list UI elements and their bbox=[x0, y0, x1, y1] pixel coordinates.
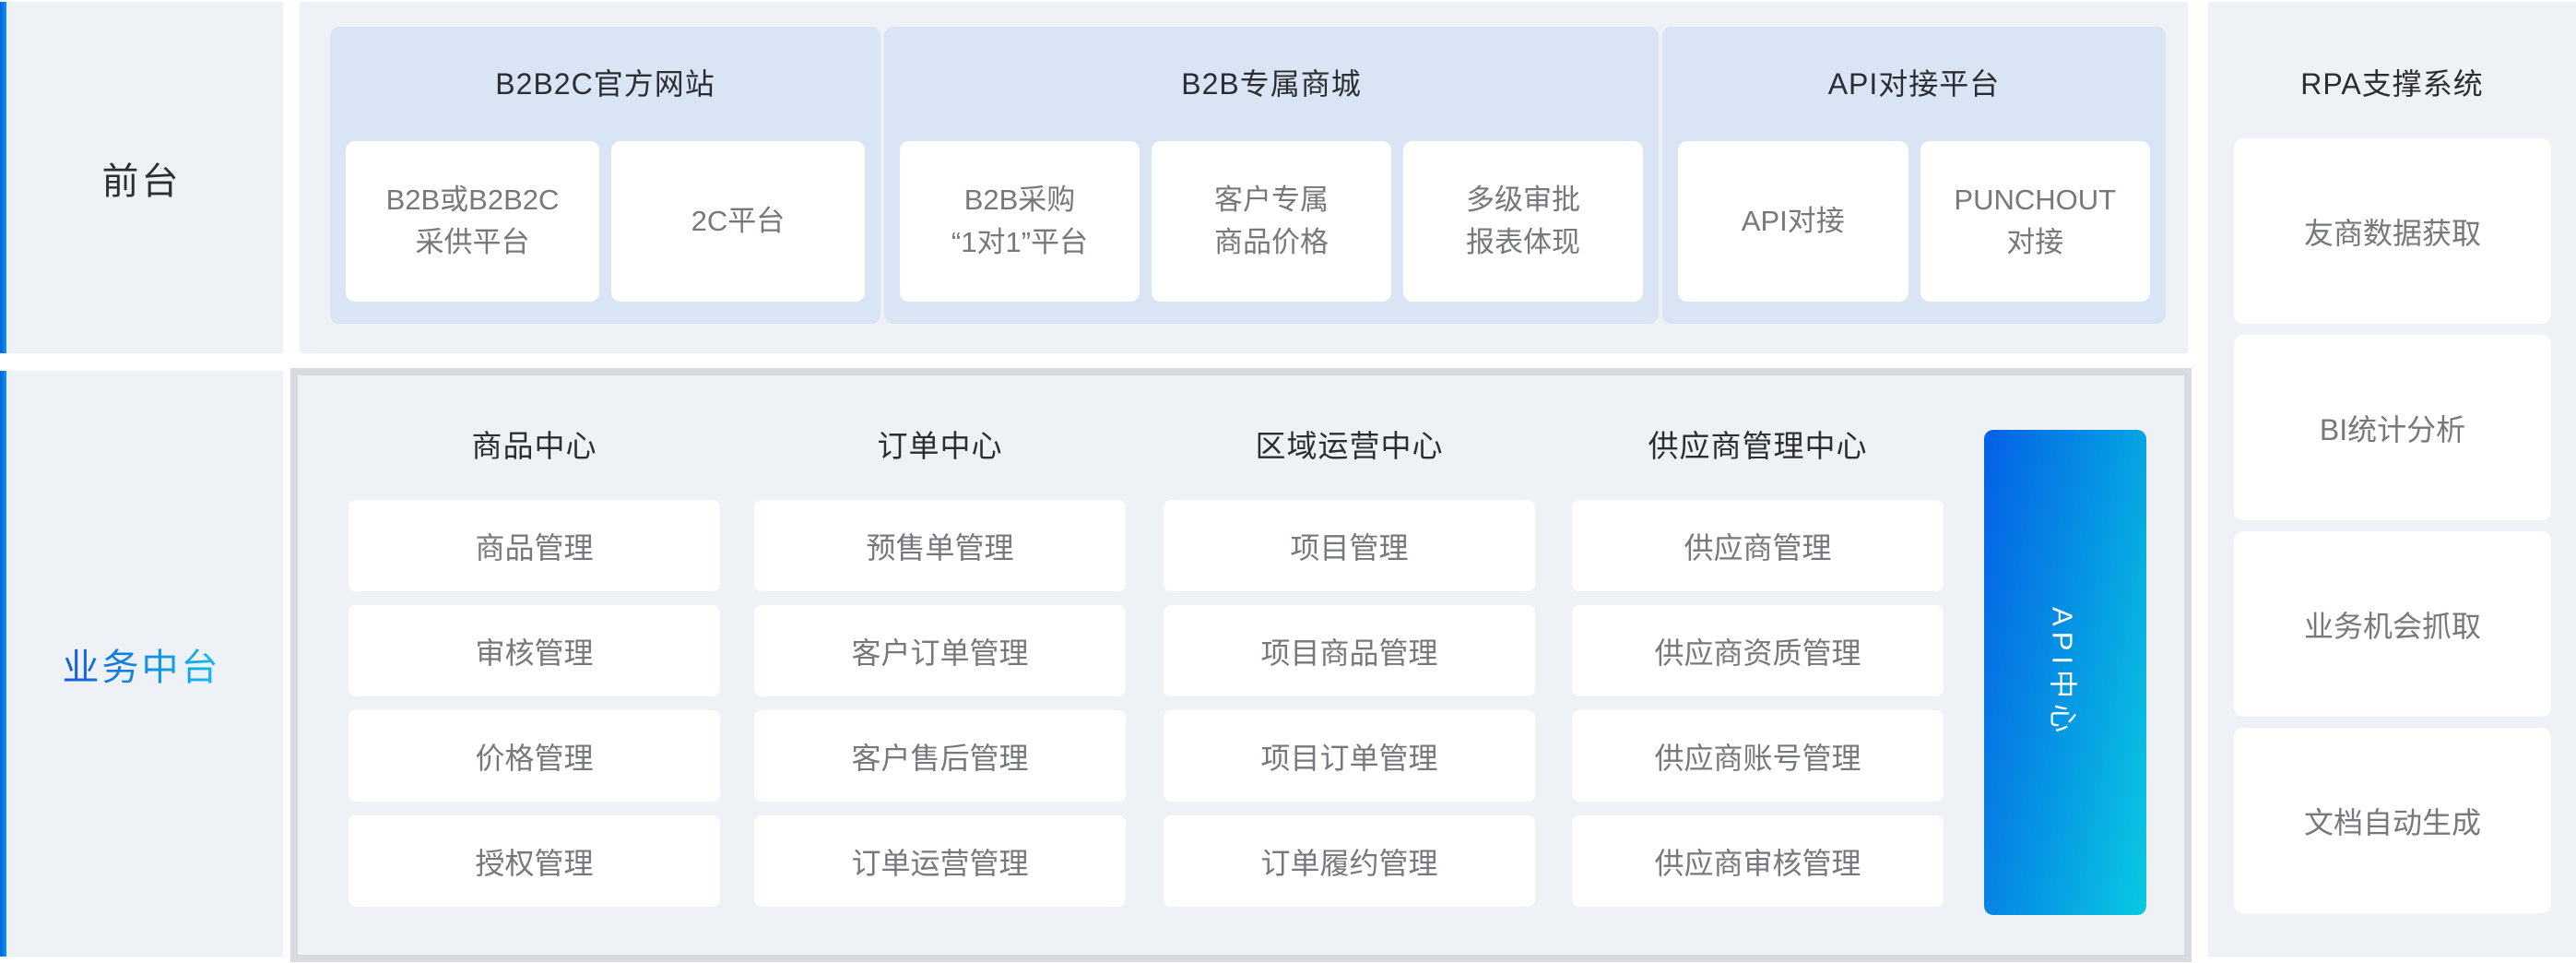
module-card: 客户订单管理 bbox=[754, 605, 1126, 696]
front-card: 多级审批 报表体现 bbox=[1403, 141, 1643, 302]
blue-accent-bar bbox=[0, 371, 6, 957]
front-main-area: B2B2C官方网站 B2B或B2B2C 采供平台 2C平台 B2B专属商城 B2… bbox=[300, 2, 2188, 353]
card-line: “1对1”平台 bbox=[951, 226, 1089, 258]
module-card: 项目管理 bbox=[1164, 500, 1535, 591]
front-card: B2B或B2B2C 采供平台 bbox=[346, 141, 599, 302]
column-title: 供应商管理中心 bbox=[1648, 429, 1868, 463]
middle-section-label: 业务中台 bbox=[63, 637, 221, 691]
card-line: PUNCHOUT bbox=[1954, 184, 2117, 216]
group-cards: B2B或B2B2C 采供平台 2C平台 bbox=[346, 141, 865, 302]
card-line: 商品价格 bbox=[1214, 226, 1329, 258]
module-card: 商品管理 bbox=[349, 500, 720, 591]
rpa-cards: 友商数据获取 BI统计分析 业务机会抓取 文档自动生成 bbox=[2234, 138, 2551, 913]
front-section-label: 前台 bbox=[101, 160, 182, 202]
column-regional-operation-center: 区域运营中心 项目管理 项目商品管理 项目订单管理 订单履约管理 bbox=[1164, 375, 1535, 907]
rpa-card: 业务机会抓取 bbox=[2234, 531, 2551, 717]
module-card: 价格管理 bbox=[349, 710, 720, 802]
column-cards: 供应商管理 供应商资质管理 供应商账号管理 供应商审核管理 bbox=[1572, 500, 1944, 907]
column-cards: 项目管理 项目商品管理 项目订单管理 订单履约管理 bbox=[1164, 500, 1535, 907]
group-title: B2B2C官方网站 bbox=[495, 67, 715, 101]
module-card: 供应商审核管理 bbox=[1572, 815, 1944, 907]
group-api-integration-platform: API对接平台 API对接 PUNCHOUT 对接 bbox=[1662, 27, 2166, 324]
group-cards: API对接 PUNCHOUT 对接 bbox=[1678, 141, 2150, 302]
front-card: API对接 bbox=[1678, 141, 1908, 302]
front-card: PUNCHOUT 对接 bbox=[1920, 141, 2150, 302]
rpa-card: 文档自动生成 bbox=[2234, 728, 2551, 913]
module-card: 预售单管理 bbox=[754, 500, 1126, 591]
module-card: 供应商管理 bbox=[1572, 500, 1944, 591]
front-card: 客户专属 商品价格 bbox=[1152, 141, 1391, 302]
api-center-label: API中心 bbox=[2046, 607, 2079, 738]
column-cards: 商品管理 审核管理 价格管理 授权管理 bbox=[349, 500, 720, 907]
card-line: API对接 bbox=[1741, 205, 1845, 237]
column-title: 商品中心 bbox=[471, 429, 597, 463]
business-middle-platform-box: 商品中心 商品管理 审核管理 价格管理 授权管理 订单中心 预售单管理 客户订单… bbox=[290, 368, 2192, 962]
api-center-bar: API中心 bbox=[1984, 430, 2146, 915]
group-title: B2B专属商城 bbox=[1181, 67, 1362, 101]
middle-section-panel: 业务中台 bbox=[0, 371, 283, 957]
module-card: 项目订单管理 bbox=[1164, 710, 1535, 802]
rpa-support-system-panel: RPA支撑系统 友商数据获取 BI统计分析 业务机会抓取 文档自动生成 bbox=[2208, 2, 2576, 957]
module-card: 供应商资质管理 bbox=[1572, 605, 1944, 696]
card-line: 2C平台 bbox=[691, 205, 786, 237]
card-line: 客户专属 bbox=[1214, 184, 1329, 216]
module-card: 审核管理 bbox=[349, 605, 720, 696]
module-card: 订单运营管理 bbox=[754, 815, 1126, 907]
module-card: 客户售后管理 bbox=[754, 710, 1126, 802]
module-card: 供应商账号管理 bbox=[1572, 710, 1944, 802]
card-line: 采供平台 bbox=[415, 226, 530, 258]
front-section-panel: 前台 bbox=[0, 2, 283, 353]
blue-accent-bar bbox=[0, 2, 6, 353]
module-card: 订单履约管理 bbox=[1164, 815, 1535, 907]
column-product-center: 商品中心 商品管理 审核管理 价格管理 授权管理 bbox=[349, 375, 720, 907]
module-card: 授权管理 bbox=[349, 815, 720, 907]
column-order-center: 订单中心 预售单管理 客户订单管理 客户售后管理 订单运营管理 bbox=[754, 375, 1126, 907]
column-cards: 预售单管理 客户订单管理 客户售后管理 订单运营管理 bbox=[754, 500, 1126, 907]
front-card: B2B采购 “1对1”平台 bbox=[900, 141, 1140, 302]
group-title: API对接平台 bbox=[1827, 67, 2001, 101]
group-b2b-exclusive-mall: B2B专属商城 B2B采购 “1对1”平台 客户专属 商品价格 多级审批 报表体… bbox=[884, 27, 1659, 324]
card-line: B2B采购 bbox=[963, 184, 1076, 216]
front-card: 2C平台 bbox=[611, 141, 865, 302]
rpa-card: BI统计分析 bbox=[2234, 335, 2551, 520]
group-cards: B2B采购 “1对1”平台 客户专属 商品价格 多级审批 报表体现 bbox=[900, 141, 1643, 302]
card-line: 报表体现 bbox=[1466, 226, 1580, 258]
group-b2b2c-official-website: B2B2C官方网站 B2B或B2B2C 采供平台 2C平台 bbox=[330, 27, 880, 324]
module-card: 项目商品管理 bbox=[1164, 605, 1535, 696]
card-line: 多级审批 bbox=[1466, 184, 1580, 216]
column-title: 区域运营中心 bbox=[1255, 429, 1444, 463]
column-title: 订单中心 bbox=[877, 429, 1003, 463]
column-supplier-management-center: 供应商管理中心 供应商管理 供应商资质管理 供应商账号管理 供应商审核管理 bbox=[1572, 375, 1944, 907]
card-line: B2B或B2B2C bbox=[385, 184, 560, 216]
rpa-card: 友商数据获取 bbox=[2234, 138, 2551, 324]
rpa-panel-title: RPA支撑系统 bbox=[2300, 67, 2484, 101]
card-line: 对接 bbox=[2006, 226, 2064, 258]
